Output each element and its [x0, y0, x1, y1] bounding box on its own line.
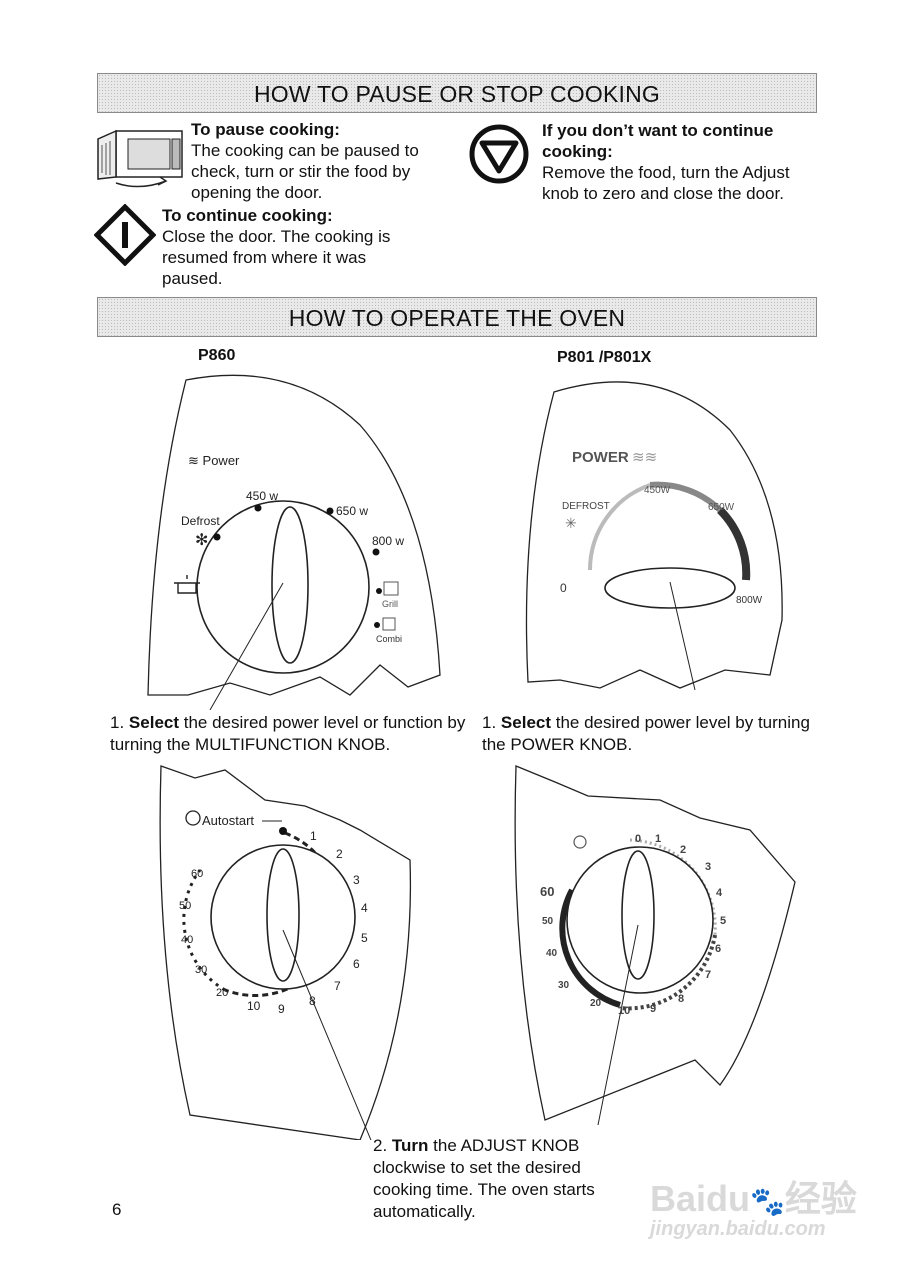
svg-text:≋ Power: ≋ Power [188, 453, 240, 468]
model-label-right: P801 /P801X [557, 349, 652, 366]
step1-right-caption: 1. Select the desired power level by tur… [482, 712, 832, 756]
timer-mark: 4 [361, 901, 368, 915]
combi-label: Combi [376, 634, 402, 644]
timer-marks-left: 20 30 40 50 60 [179, 868, 228, 999]
defrost-label: DEFROST [562, 501, 610, 512]
timer-mark: 4 [716, 887, 723, 899]
timer-dial-right-diagram: 0 1 2 3 4 5 6 7 8 9 10 20 30 40 50 60 [514, 765, 796, 1125]
power-800-label: 800W [736, 595, 763, 606]
snowflake-icon: ✳ [565, 515, 577, 531]
timer-mark: 3 [705, 861, 711, 873]
cookware-icon [174, 575, 200, 594]
section-banner-pause: HOW TO PAUSE OR STOP COOKING [97, 73, 817, 113]
timer-dial-left-diagram: Autostart 1 2 3 4 5 6 7 8 9 10 20 30 40 … [159, 765, 412, 1140]
power-dial-diagram: POWER ≋≋ DEFROST ✳ 450W 650W 800W 0 [525, 381, 783, 691]
timer-mark: 5 [720, 915, 726, 927]
section-banner-operate: HOW TO OPERATE THE OVEN [97, 297, 817, 337]
continue-instructions: To continue cooking: Close the door. The… [162, 205, 412, 289]
power-waves-icon: ≋ [188, 453, 199, 468]
continue-text: Close the door. The cooking is resumed f… [162, 227, 391, 288]
step1-left-caption: 1. Select the desired power level or fun… [110, 712, 470, 756]
stop-triangle-icon [469, 124, 529, 184]
timer-mark: 2 [680, 844, 686, 856]
timer-mark: 8 [678, 993, 684, 1005]
step-number: 1. [110, 713, 125, 732]
timer-mark: 10 [247, 999, 261, 1013]
paw-icon: 🐾 [750, 1186, 785, 1217]
step-bold: Turn [391, 1136, 429, 1155]
watermark-brand-cn: 经验 [784, 1178, 857, 1219]
timer-mark: 50 [542, 916, 554, 927]
grill-label: Grill [382, 599, 398, 609]
timer-marks-right: 0 1 2 3 4 5 6 7 8 9 10 [618, 833, 726, 1017]
grill-icon [383, 581, 399, 596]
timer-mark: 30 [558, 980, 570, 991]
section-title: HOW TO PAUSE OR STOP COOKING [253, 81, 661, 107]
defrost-label: Defrost [181, 514, 220, 528]
timer-mark: 8 [309, 994, 316, 1008]
timer-mark: 6 [715, 943, 721, 955]
stop-instructions: If you don’t want to continue cooking: R… [542, 120, 812, 204]
stop-text: Remove the food, turn the Adjust knob to… [542, 163, 790, 203]
timer-mark: 20 [590, 998, 602, 1009]
pause-instructions: To pause cooking: The cooking can be pau… [191, 119, 451, 203]
step-bold: Select [128, 713, 180, 732]
timer-mark: 7 [705, 969, 711, 981]
step-bold: Select [500, 713, 552, 732]
timer-mark: 9 [278, 1002, 285, 1016]
timer-mark: 60 [540, 884, 554, 899]
watermark-brand-text: Baidu [650, 1178, 751, 1219]
timer-mark: 10 [618, 1005, 630, 1017]
zero-label: 0 [560, 581, 567, 595]
watermark-url: jingyan.baidu.com [650, 1218, 826, 1240]
timer-mark: 5 [361, 931, 368, 945]
timer-mark: 40 [181, 934, 193, 946]
timer-mark: 30 [195, 964, 207, 976]
step-text: the ADJUST KNOB clockwise to set the des… [373, 1136, 595, 1221]
step-number: 2. [373, 1136, 388, 1155]
timer-mark: 0 [635, 833, 641, 845]
microwave-open-door-icon [97, 129, 183, 188]
power-650-label: 650W [708, 502, 735, 513]
step2-caption: 2. Turn the ADJUST KNOB clockwise to set… [373, 1135, 603, 1223]
timer-mark: 9 [650, 1003, 656, 1015]
stop-heading: If you don’t want to continue cooking: [542, 121, 774, 161]
timer-mark: 50 [179, 900, 191, 912]
pause-text: The cooking can be paused to check, turn… [191, 141, 419, 202]
step-number: 1. [482, 713, 497, 732]
autostart-label: Autostart [202, 813, 254, 828]
power-waves-icon: ≋≋ [632, 449, 657, 466]
timer-mark: 1 [310, 829, 317, 843]
page-number: 6 [112, 1200, 122, 1219]
power-800-label: 800 w [372, 534, 404, 548]
timer-mark: 60 [191, 868, 203, 880]
step-text: the desired power level or function by t… [110, 713, 466, 754]
power-450-label: 450 w [246, 489, 278, 503]
start-diamond-icon [94, 204, 156, 266]
power-650-label: 650 w [336, 504, 368, 518]
timer-marks-left: 20 30 40 50 60 [540, 884, 602, 1009]
timer-mark: 6 [353, 957, 360, 971]
power-label: Power [203, 453, 241, 468]
continue-heading: To continue cooking: [162, 206, 333, 225]
power-label: POWER [572, 449, 629, 466]
model-label-left: P860 [198, 347, 236, 364]
combi-icon [382, 617, 396, 631]
timer-marks-right: 1 2 3 4 5 6 7 8 9 10 [247, 829, 368, 1016]
timer-mark: 40 [546, 948, 558, 959]
step-text: the desired power level by turning the P… [482, 713, 810, 754]
timer-mark: 20 [216, 987, 228, 999]
clock-icon [185, 810, 201, 826]
multifunction-dial-diagram: ≋ Power 450 w 650 w 800 w Defrost ✻ Gril… [147, 374, 441, 710]
snowflake-icon: ✻ [195, 532, 208, 549]
clock-icon [573, 835, 587, 849]
power-450-label: 450W [644, 485, 671, 496]
watermark-brand: Baidu🐾经验 [650, 1170, 857, 1222]
timer-mark: 2 [336, 847, 343, 861]
pause-heading: To pause cooking: [191, 120, 340, 139]
timer-mark: 7 [334, 979, 341, 993]
timer-mark: 3 [353, 873, 360, 887]
timer-mark: 1 [655, 833, 661, 845]
section-title: HOW TO OPERATE THE OVEN [288, 305, 626, 331]
